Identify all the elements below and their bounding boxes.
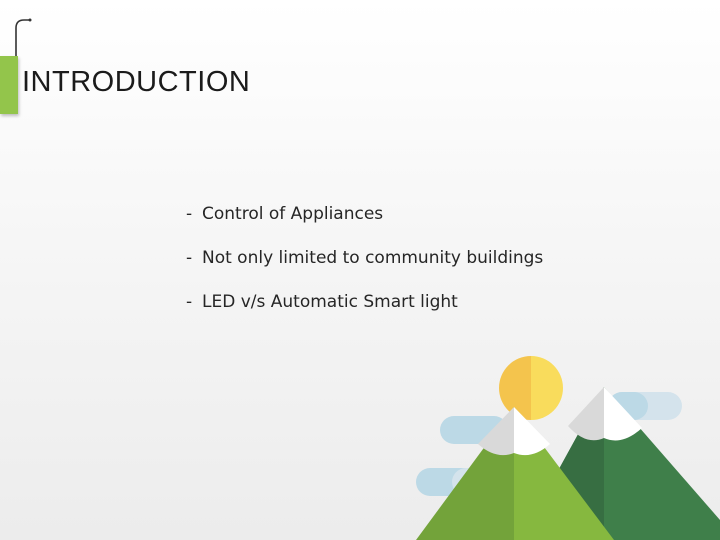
bullet-item: - Control of Appliances bbox=[186, 204, 543, 248]
bullet-text: Not only limited to community buildings bbox=[202, 248, 544, 268]
bullet-item: - Not only limited to community building… bbox=[186, 248, 543, 292]
mountain-illustration bbox=[416, 356, 720, 540]
slide-title: INTRODUCTION bbox=[22, 66, 251, 98]
bullet-dash: - bbox=[186, 292, 193, 312]
bullet-dash: - bbox=[186, 204, 193, 224]
title-accent-tab bbox=[0, 56, 18, 114]
bullet-item: - LED v/s Automatic Smart light bbox=[186, 292, 543, 336]
bullet-text: Control of Appliances bbox=[202, 204, 384, 224]
sun-icon bbox=[499, 356, 563, 420]
bullet-dash: - bbox=[186, 248, 193, 268]
mountain-icon bbox=[416, 407, 614, 540]
bullet-text: LED v/s Automatic Smart light bbox=[202, 292, 458, 312]
hook-icon bbox=[15, 18, 32, 60]
bullet-list: - Control of Appliances - Not only limit… bbox=[186, 204, 543, 336]
